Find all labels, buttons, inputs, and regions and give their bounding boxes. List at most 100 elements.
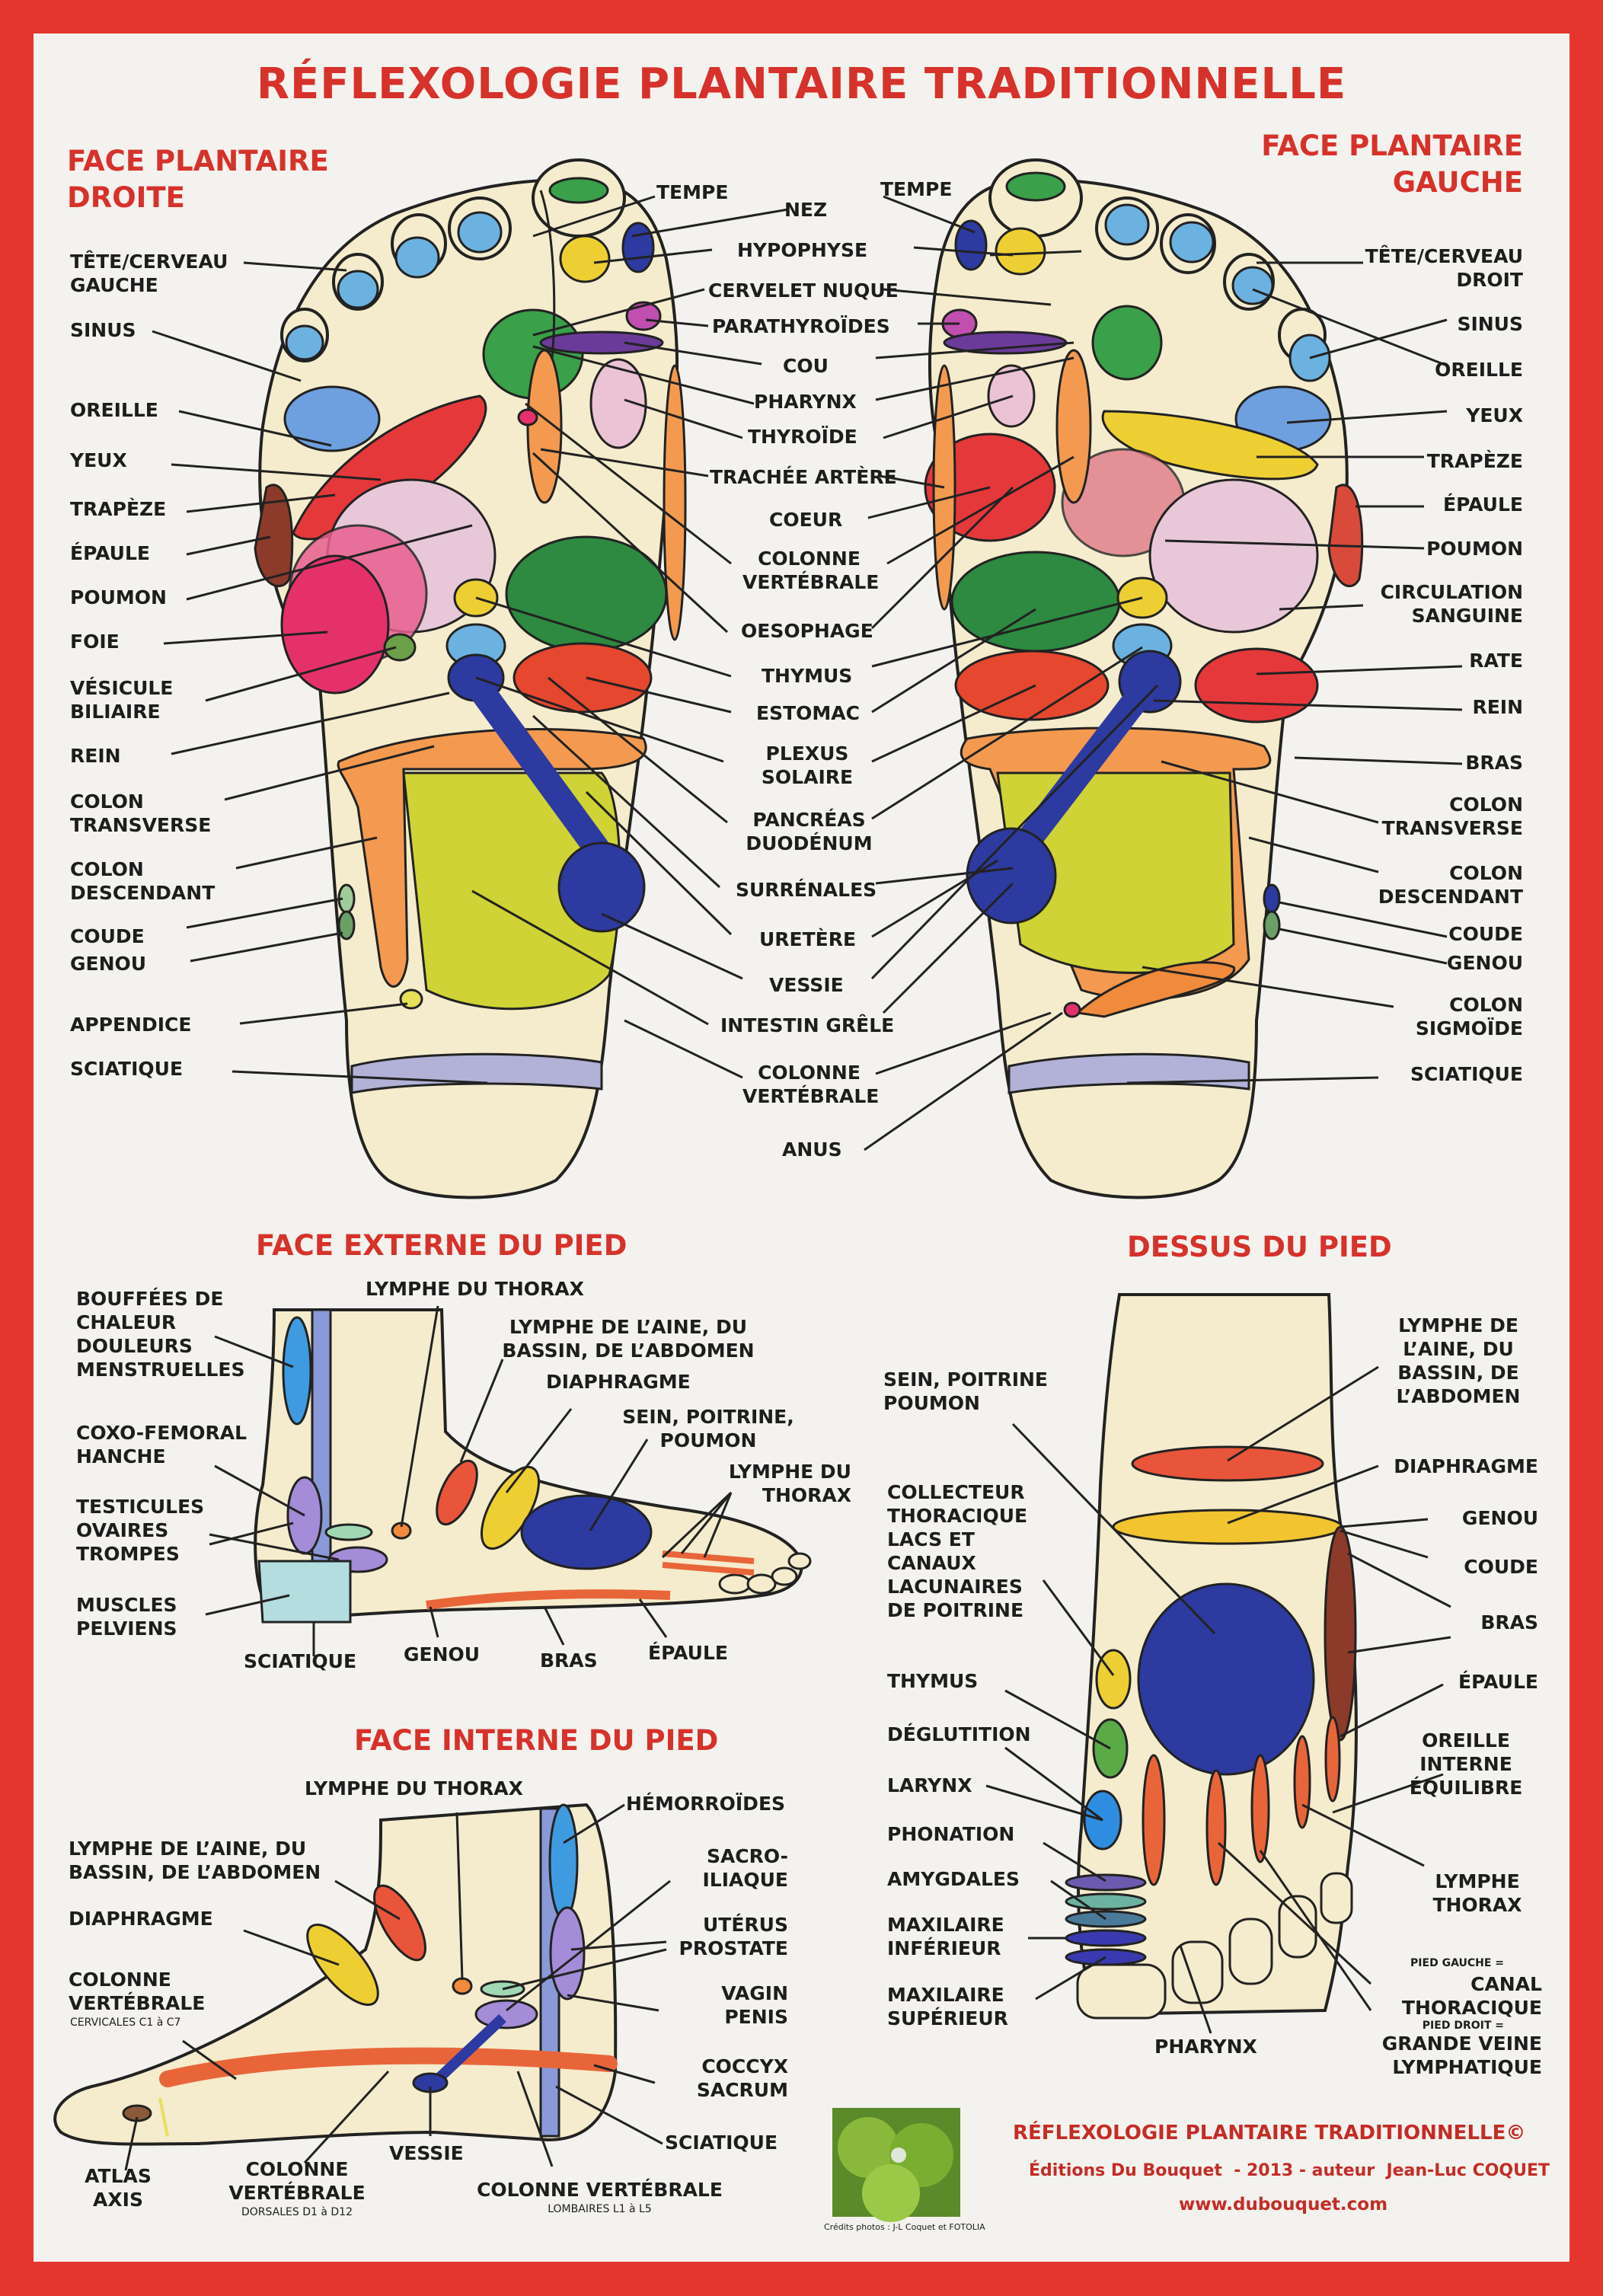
section-top-foot: DESSUS DU PIED [1127, 1231, 1392, 1263]
label-thymus: THYMUS [762, 665, 853, 687]
label-lymphe-aine-dessus: LYMPHE DE L’AINE, DU BASSIN, DE L’ABDOME… [1396, 1314, 1521, 1407]
label-pharynx: PHARYNX [754, 391, 857, 413]
label-coude-dessus: COUDE [1464, 1556, 1538, 1578]
label-diaphragme-dessus: DIAPHRAGME [1394, 1455, 1538, 1477]
label-amygdales: AMYGDALES [887, 1868, 1020, 1890]
label-lymphe-thorax-dessus: LYMPHE THORAX [1432, 1870, 1522, 1916]
label-coccyx-sacrum: COCCYX SACRUM [696, 2055, 788, 2101]
label-phonation: PHONATION [887, 1823, 1015, 1845]
label-trapeze-gauche: TRAPÈZE [1426, 450, 1523, 472]
label-colonne-vertebrale-2: COLONNE VERTÉBRALE [742, 1062, 880, 1107]
left-sole-foot [924, 158, 1364, 1199]
label-parathyroides: PARATHYROÏDES [712, 315, 890, 337]
label-yeux-gauche: YEUX [1466, 404, 1523, 426]
footer-url[interactable]: www.dubouquet.com [1179, 2195, 1388, 2215]
label-sein-poitrine-dessus: SEIN, POITRINE POUMON [883, 1368, 1048, 1414]
label-vessie-interne: VESSIE [389, 2142, 464, 2164]
page-title: RÉFLEXOLOGIE PLANTAIRE TRADITIONNELLE [256, 59, 1347, 109]
label-hypophyse: HYPOPHYSE [737, 239, 868, 261]
label-larynx: LARYNX [887, 1774, 972, 1796]
top-leader-lines [985, 1365, 1451, 2034]
label-cervicales-c1-c7: CERVICALES C1 à C7 [70, 2017, 181, 2029]
label-bras-dessus: BRAS [1480, 1611, 1538, 1633]
label-colon-sigmoide: COLON SIGMOÏDE [1415, 994, 1523, 1039]
inner-foot [53, 1803, 618, 2146]
label-pharynx-dessus: PHARYNX [1154, 2036, 1257, 2058]
label-yeux: YEUX [70, 449, 127, 471]
label-sciatique: SCIATIQUE [70, 1058, 184, 1080]
photo-credit: Crédits photos : J-L Coquet et FOTOLIA [824, 2222, 985, 2232]
label-oreille-interne-equilibre: OREILLE INTERNE ÉQUILIBRE [1409, 1729, 1523, 1799]
label-sciatique-interne: SCIATIQUE [665, 2132, 778, 2154]
label-tete-cerveau-droit: TÊTE/CERVEAU DROIT [1365, 245, 1523, 291]
label-estomac: ESTOMAC [756, 702, 860, 724]
label-genou-externe: GENOU [404, 1643, 481, 1665]
label-surrenales: SURRÉNALES [736, 879, 877, 901]
label-genou: GENOU [70, 953, 147, 975]
label-deglutition: DÉGLUTITION [887, 1723, 1031, 1745]
outer-foot [254, 1308, 812, 1624]
label-tempe-droite: TEMPE [656, 181, 729, 203]
label-bras-externe: BRAS [540, 1649, 598, 1672]
label-lymphe-aine: LYMPHE DE L’AINE, DU BASSIN, DE L’ABDOME… [502, 1316, 755, 1362]
label-hemorroides: HÉMORROÏDES [626, 1793, 786, 1815]
label-colon-descendant: COLON DESCENDANT [70, 858, 216, 904]
label-colonne-lombaires: COLONNE VERTÉBRALE [477, 2179, 723, 2201]
clover-photo [832, 2108, 960, 2222]
label-epaule-externe: ÉPAULE [648, 1642, 728, 1664]
label-coeur: COEUR [769, 509, 843, 531]
label-lymphe-du-thorax: LYMPHE DU THORAX [366, 1278, 584, 1300]
label-coude: COUDE [70, 925, 145, 947]
label-coxo-femoral-hanche: COXO-FEMORAL HANCHE [76, 1422, 247, 1467]
label-bouffees-de-chaleur: BOUFFÉES DE CHALEUR DOULEURS MENSTRUELLE… [76, 1288, 245, 1381]
label-appendice: APPENDICE [70, 1014, 192, 1036]
label-vesicule-biliaire: VÉSICULE BILIAIRE [70, 677, 174, 723]
label-colon-descendant-gauche: COLON DESCENDANT [1378, 862, 1523, 908]
label-plexus-solaire: PLEXUS SOLAIRE [761, 742, 854, 788]
label-collecteur-thoracique: COLLECTEUR THORACIQUE LACS ET CANAUX LAC… [887, 1481, 1028, 1621]
label-colon-transverse-gauche: COLON TRANSVERSE [1381, 794, 1523, 839]
label-sciatique-gauche: SCIATIQUE [1410, 1063, 1523, 1085]
label-sinus-gauche: SINUS [1457, 313, 1523, 335]
section-right-sole: FACE PLANTAIRE DROITE [67, 145, 329, 214]
label-tempe-gauche: TEMPE [880, 178, 953, 200]
top-foot [1065, 1293, 1358, 2020]
footer-title: RÉFLEXOLOGIE PLANTAIRE TRADITIONNELLE© [1013, 2122, 1526, 2144]
label-colonne-cervicales: COLONNE VERTÉBRALE [69, 1969, 206, 2014]
label-oreille-gauche: OREILLE [1435, 359, 1523, 381]
label-epaule: ÉPAULE [70, 542, 150, 564]
label-bras: BRAS [1465, 752, 1523, 774]
label-anus: ANUS [782, 1138, 842, 1161]
label-vessie: VESSIE [769, 974, 844, 996]
label-oesophage: OESOPHAGE [741, 620, 873, 642]
outer-leader-lines [205, 1305, 733, 1656]
label-poumon: POUMON [70, 586, 167, 608]
label-pancreas-duodenum: PANCRÉAS DUODÉNUM [746, 809, 873, 854]
label-diaphragme: DIAPHRAGME [546, 1371, 691, 1393]
label-rate: RATE [1469, 650, 1523, 672]
label-lymphe-du-thorax-2: LYMPHE DU THORAX [728, 1461, 851, 1506]
label-sein-poitrine-poumon: SEIN, POITRINE, POUMON [622, 1406, 794, 1451]
label-thymus-dessus: THYMUS [887, 1670, 979, 1692]
label-coude-gauche: COUDE [1448, 923, 1523, 945]
label-lombaires-l1-l5: LOMBAIRES L1 à L5 [548, 2203, 652, 2215]
label-cervelet-nuque: CERVELET NUQUE [708, 279, 899, 302]
label-intestin-grele: INTESTIN GRÊLE [720, 1014, 895, 1036]
label-maxilaire-inferieur: MAXILAIRE INFÉRIEUR [887, 1914, 1004, 1959]
label-colon-transverse: COLON TRANSVERSE [70, 790, 212, 836]
label-uterus-prostate: UTÉRUS PROSTATE [679, 1914, 788, 1959]
label-rein-gauche: REIN [1472, 696, 1523, 718]
label-pied-gauche: PIED GAUCHE = [1410, 1957, 1504, 1969]
label-uretere: URETÈRE [759, 928, 857, 950]
footer-edition: Éditions Du Bouquet - 2013 - auteur Jean… [1029, 2161, 1550, 2180]
label-colonne-vertebrale: COLONNE VERTÉBRALE [742, 548, 880, 593]
label-trachee-artere: TRACHÉE ARTÈRE [710, 466, 897, 488]
label-grande-veine-lymphatique: GRANDE VEINE LYMPHATIQUE [1381, 2033, 1542, 2078]
label-epaule-gauche: ÉPAULE [1443, 493, 1523, 516]
label-trapeze: TRAPÈZE [70, 498, 167, 520]
label-sinus: SINUS [70, 319, 136, 341]
label-muscles-pelviens: MUSCLES PELVIENS [76, 1594, 177, 1640]
label-diaphragme-interne: DIAPHRAGME [69, 1908, 213, 1930]
label-testicules-ovaires: TESTICULES OVAIRES TROMPES [76, 1496, 205, 1565]
